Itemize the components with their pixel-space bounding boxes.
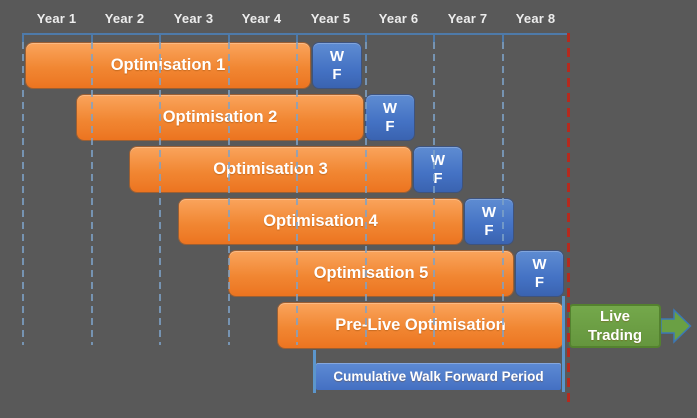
wf-line-w: W xyxy=(382,99,398,117)
walk-forward-box-1: W F xyxy=(313,43,361,88)
timeline-tick xyxy=(365,33,367,42)
cumulative-period-label: Cumulative Walk Forward Period xyxy=(333,369,544,384)
year-gridline xyxy=(22,42,24,345)
wf-line-w: W xyxy=(481,203,497,221)
pre-live-optimisation-bar: Pre-Live Optimisation xyxy=(278,303,563,348)
bar-label: Optimisation 2 xyxy=(162,108,278,126)
bar-label: Pre-Live Optimisation xyxy=(335,316,506,334)
bar-label: Optimisation 3 xyxy=(213,160,328,178)
year-gridline xyxy=(228,42,230,345)
year-gridline xyxy=(365,42,367,345)
walk-forward-box-5: W F xyxy=(516,251,563,296)
live-trading-label: Live Trading xyxy=(587,308,643,344)
live-trading-arrow-icon xyxy=(661,308,692,344)
year-label-7: Year 7 xyxy=(447,11,488,26)
year-label-5: Year 5 xyxy=(310,11,351,26)
year-label-8: Year 8 xyxy=(515,11,556,26)
optimisation-5-bar: Optimisation 5 xyxy=(229,251,513,296)
wf-line-w: W xyxy=(329,47,345,65)
walk-forward-box-3: W F xyxy=(414,147,462,192)
live-trading-box: Live Trading xyxy=(569,304,661,348)
cumulative-bracket-left xyxy=(313,350,316,393)
year-gridline xyxy=(91,42,93,345)
year-gridline xyxy=(433,42,435,345)
timeline-tick xyxy=(502,33,504,42)
year-gridline xyxy=(296,42,298,345)
bar-label: Optimisation 1 xyxy=(110,56,226,74)
timeline-tick xyxy=(159,33,161,42)
optimisation-2-bar: Optimisation 2 xyxy=(77,95,363,140)
cumulative-period-bar: Cumulative Walk Forward Period xyxy=(316,363,561,390)
timeline-tick xyxy=(228,33,230,42)
wf-line-w: W xyxy=(532,255,547,273)
wf-line-f: F xyxy=(534,273,545,291)
wf-line-f: F xyxy=(484,221,494,239)
year-gridline xyxy=(502,42,504,345)
optimisation-4-bar: Optimisation 4 xyxy=(179,199,462,244)
timeline-tick xyxy=(296,33,298,42)
timeline-tick xyxy=(433,33,435,42)
wf-line-f: F xyxy=(332,65,342,83)
year-label-3: Year 3 xyxy=(173,11,214,26)
year-label-4: Year 4 xyxy=(241,11,282,26)
walk-forward-box-4: W F xyxy=(465,199,513,244)
year-label-2: Year 2 xyxy=(104,11,145,26)
bar-label: Optimisation 5 xyxy=(313,264,429,282)
cumulative-bracket-right xyxy=(562,296,565,392)
timeline-tick xyxy=(22,33,24,42)
wf-line-f: F xyxy=(433,169,443,187)
timeline-tick xyxy=(91,33,93,42)
walk-forward-box-2: W F xyxy=(366,95,414,140)
optimisation-3-bar: Optimisation 3 xyxy=(130,147,411,192)
year-label-6: Year 6 xyxy=(378,11,419,26)
live-trading-boundary-line xyxy=(567,33,570,403)
year-gridline xyxy=(159,42,161,345)
wf-line-f: F xyxy=(385,117,395,135)
optimisation-1-bar: Optimisation 1 xyxy=(26,43,310,88)
timeline-ruler xyxy=(22,33,568,35)
year-label-1: Year 1 xyxy=(36,11,77,26)
bar-label: Optimisation 4 xyxy=(263,212,378,230)
